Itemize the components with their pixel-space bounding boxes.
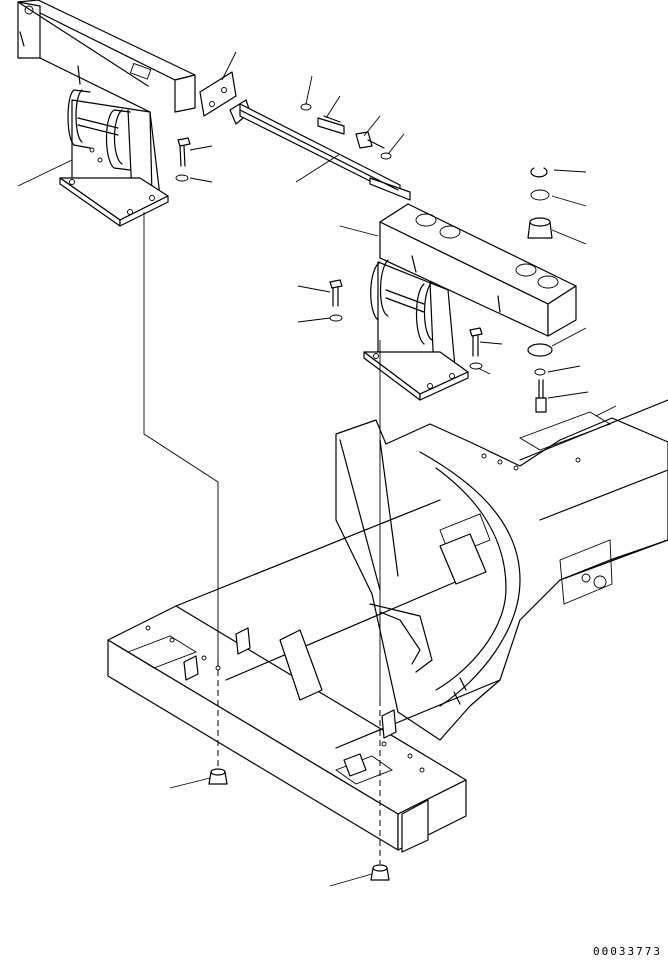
main-frame bbox=[107, 399, 668, 853]
alignment-lines bbox=[143, 212, 390, 881]
left-bracket-fasteners bbox=[175, 71, 237, 182]
right-handrail-bracket bbox=[363, 203, 577, 401]
drawing-number: 00033773 bbox=[593, 945, 662, 958]
handrail-bar bbox=[229, 99, 411, 201]
callout-leaders bbox=[17, 51, 617, 887]
left-handrail-bracket bbox=[17, 0, 196, 227]
